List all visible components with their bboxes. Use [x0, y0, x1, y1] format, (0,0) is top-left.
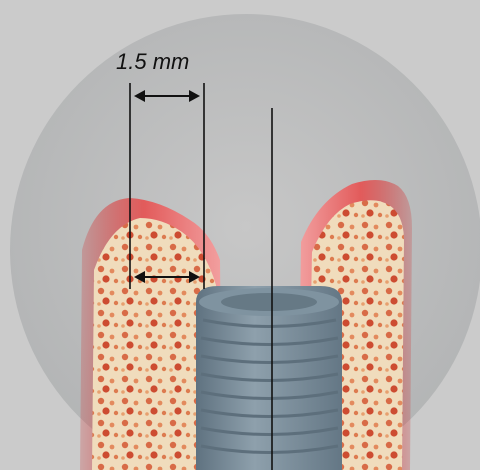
implant: [196, 286, 342, 470]
measurement-label: 1.5 mm: [116, 49, 189, 74]
